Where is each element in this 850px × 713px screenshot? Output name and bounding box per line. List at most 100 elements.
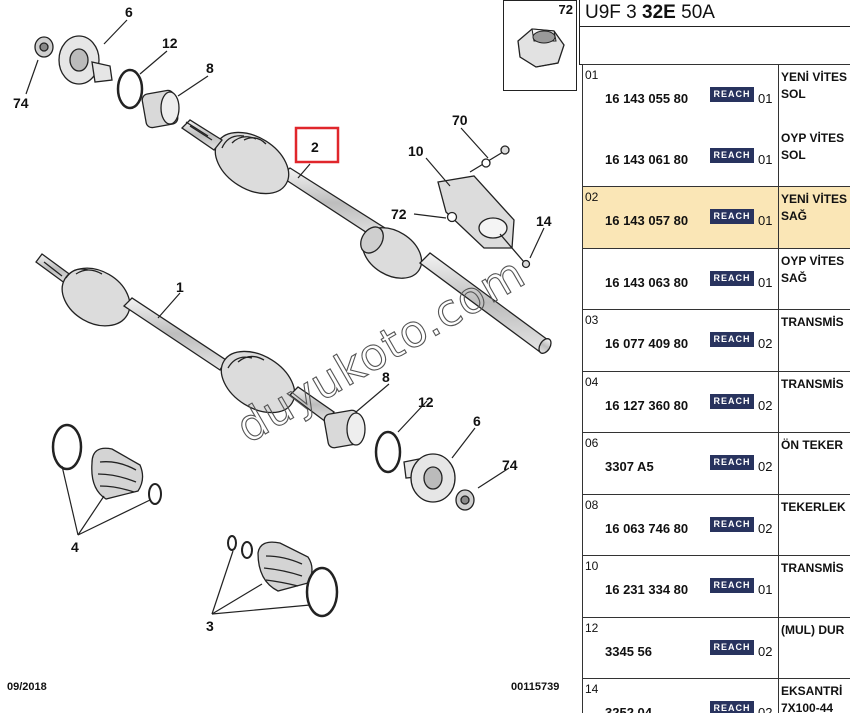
reach-badge: REACH bbox=[710, 639, 754, 655]
drawing-id: 00115739 bbox=[511, 681, 559, 693]
part-description: OYP VİTES SAĞ bbox=[778, 248, 850, 309]
row-ref-number: 10 bbox=[585, 559, 599, 573]
quantity: 01 bbox=[758, 91, 773, 106]
watermark: duyukoto.com bbox=[228, 247, 534, 453]
description-line-1: OYP VİTES bbox=[781, 130, 845, 145]
part-number[interactable]: 16 231 334 80 bbox=[605, 582, 689, 597]
drive-shaft-left bbox=[35, 253, 335, 423]
part-thumbnail[interactable]: 72 bbox=[503, 0, 577, 91]
diagram-svg: 6 12 8 74 2 70 10 72 14 1 8 12 6 74 4 3 … bbox=[7, 4, 559, 693]
description-line-1: YENİ VİTES bbox=[781, 70, 848, 84]
reach-badge: REACH bbox=[710, 147, 754, 163]
model-code-title: U9F 3 32E 50A bbox=[579, 0, 850, 27]
quantity: 02 bbox=[758, 705, 773, 713]
row-ref-number: 03 bbox=[585, 313, 599, 327]
part-number[interactable]: 16 063 746 80 bbox=[605, 520, 689, 536]
description-line-1: TRANSMİS bbox=[781, 376, 844, 391]
reach-badge: REACH bbox=[710, 270, 754, 286]
part-number[interactable]: 16 143 063 80 bbox=[605, 274, 689, 290]
table-row[interactable]: 10 16 231 334 80 REACH 01 TRANSMİS bbox=[582, 555, 850, 617]
callout-70: 70 bbox=[452, 112, 468, 128]
part-description: TRANSMİS bbox=[778, 310, 850, 371]
leader-lines bbox=[25, 19, 545, 615]
boot-kit-outer bbox=[51, 423, 162, 505]
quantity: 02 bbox=[758, 520, 773, 536]
table-header-blank bbox=[579, 27, 850, 65]
quantity: 02 bbox=[758, 643, 773, 659]
callout-12-upper: 12 bbox=[162, 35, 178, 51]
quantity: 01 bbox=[758, 274, 773, 290]
description-line-1: (MUL) DUR bbox=[781, 622, 845, 637]
part-number[interactable]: 16 143 057 80 bbox=[605, 213, 689, 228]
thumbnail-number: 72 bbox=[558, 2, 573, 17]
description-line-1: YENİ VİTES bbox=[781, 192, 848, 206]
description-line-1: ÖN TEKER bbox=[781, 438, 844, 452]
row-ref-number: 01 bbox=[585, 68, 599, 82]
part-description: YENİ VİTES SOL bbox=[778, 65, 850, 126]
callout-14: 14 bbox=[536, 213, 552, 229]
reach-badge: REACH bbox=[710, 332, 754, 347]
part-entry: 16 143 055 80 REACH 01 YENİ VİTES SOL bbox=[583, 65, 850, 126]
reach-badge: REACH bbox=[710, 87, 754, 102]
quantity: 01 bbox=[758, 582, 773, 597]
callout-1: 1 bbox=[176, 279, 184, 295]
part-number[interactable]: 16 143 055 80 bbox=[605, 91, 689, 106]
description-line-2: SAĞ bbox=[781, 209, 808, 223]
part-description: (MUL) DUR bbox=[778, 617, 850, 678]
callout-74-lower: 74 bbox=[502, 457, 518, 473]
description-line-1: TEKERLEK bbox=[781, 499, 846, 514]
reach-badge: REACH bbox=[710, 516, 754, 532]
quantity: 02 bbox=[758, 336, 773, 351]
circlip-lower bbox=[374, 430, 402, 474]
bearing-lower bbox=[323, 409, 366, 449]
diagram-date: 09/2018 bbox=[7, 681, 47, 693]
callout-6-lower: 6 bbox=[473, 413, 481, 429]
description-line-2: SAĞ bbox=[781, 270, 808, 285]
part-description: TRANSMİS bbox=[778, 556, 850, 617]
description-line-1: EKSANTRİ bbox=[781, 684, 843, 698]
description-line-1: TRANSMİS bbox=[781, 561, 844, 575]
nut-icon bbox=[517, 28, 565, 68]
circlip-upper bbox=[116, 68, 144, 110]
bearing-upper bbox=[141, 89, 180, 129]
description-line-1: OYP VİTES bbox=[781, 253, 845, 268]
part-description: TEKERLEK bbox=[778, 494, 850, 555]
part-description: ÖN TEKER bbox=[778, 433, 850, 494]
quantity: 02 bbox=[758, 397, 773, 413]
part-number[interactable]: 16 127 360 80 bbox=[605, 397, 689, 413]
callout-2[interactable]: 2 bbox=[311, 139, 319, 155]
quantity: 01 bbox=[758, 151, 773, 167]
callout-4: 4 bbox=[71, 539, 79, 555]
part-number[interactable]: 3307 A5 bbox=[605, 459, 654, 474]
part-number[interactable]: 3345 56 bbox=[605, 643, 652, 659]
part-number[interactable]: 16 143 061 80 bbox=[605, 151, 689, 167]
reach-badge: REACH bbox=[710, 578, 754, 593]
part-number[interactable]: 16 077 409 80 bbox=[605, 336, 689, 351]
callout-72: 72 bbox=[391, 206, 407, 222]
drive-shaft-right bbox=[180, 119, 552, 354]
description-line-2: SOL bbox=[781, 87, 806, 101]
part-number[interactable]: 3252 04 bbox=[605, 705, 652, 713]
callout-10: 10 bbox=[408, 143, 424, 159]
wheel-hub-lower bbox=[403, 453, 475, 511]
callout-74-upper: 74 bbox=[13, 95, 29, 111]
table-row[interactable]: 03 16 077 409 80 REACH 02 TRANSMİS bbox=[582, 309, 850, 371]
